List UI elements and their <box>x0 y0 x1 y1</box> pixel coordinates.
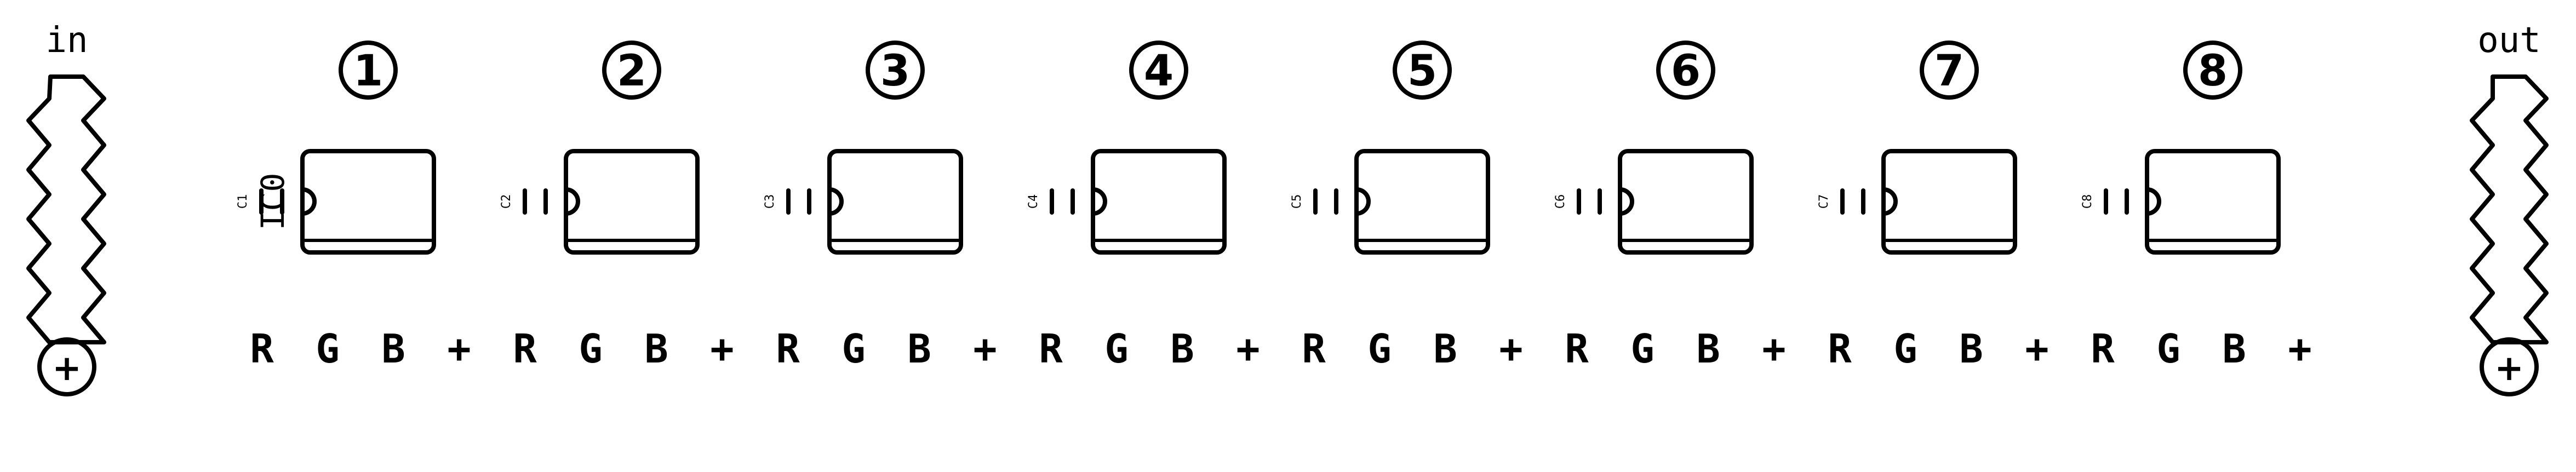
led-package-outline <box>2145 149 2281 255</box>
led-pin1-notch <box>300 187 317 216</box>
led-pin1-notch <box>2145 187 2161 216</box>
led-number-circle <box>1920 41 1979 100</box>
led-number: 3 <box>880 47 910 96</box>
led-array: 1C1 IC0 2C2 3C3 4C4 5C5 6C6 7C7 8C8 <box>236 41 2281 255</box>
pad-label: R <box>1302 326 1326 372</box>
capacitor-label: C5 <box>1290 194 1304 209</box>
pad-label: B <box>381 326 405 372</box>
led-number: 5 <box>1407 47 1437 96</box>
led-6: 6C6 <box>1554 41 1754 255</box>
led-package-outline <box>1354 149 1490 255</box>
pad-label: R <box>1565 326 1589 372</box>
led-7: 7C7 <box>1817 41 2017 255</box>
led-number-circle <box>602 41 661 100</box>
capacitor-label: C3 <box>763 194 777 209</box>
pad-label: B <box>1433 326 1457 372</box>
led-pin1-notch <box>1091 187 1107 216</box>
capacitor-label: C2 <box>500 194 513 209</box>
input-connector: in + <box>26 20 106 396</box>
pad-label: G <box>1104 326 1128 372</box>
pad-label: + <box>1236 326 1260 372</box>
led-3: 3C3 <box>763 41 963 255</box>
led-2: 2C2 <box>500 41 700 255</box>
led-number-circle <box>2183 41 2242 100</box>
pad-label: R <box>1828 326 1852 372</box>
led-5: 5C5 <box>1290 41 1490 255</box>
input-plus-pad <box>37 337 96 396</box>
led-8: 8C8 <box>2081 41 2281 255</box>
led-package-outline <box>300 149 436 255</box>
capacitor-label: C4 <box>1027 194 1040 209</box>
output-connector: out + <box>2470 20 2549 396</box>
pad-label: R <box>513 326 537 372</box>
led-number-circle <box>866 41 925 100</box>
capacitor-label: C1 <box>236 194 250 209</box>
led-number: 7 <box>1934 47 1964 96</box>
pad-label: B <box>1959 326 1983 372</box>
pad-label: G <box>1893 326 1917 372</box>
capacitor-label: C6 <box>1554 194 1567 209</box>
pad-label: R <box>1039 326 1063 372</box>
output-plus-symbol: + <box>2494 348 2524 389</box>
led-number: 1 <box>353 47 383 96</box>
led-package-outline <box>1881 149 2017 255</box>
led-number-circle <box>1656 41 1715 100</box>
output-header-outline <box>2470 74 2549 344</box>
pad-label: + <box>447 326 471 372</box>
capacitor-label: C7 <box>1817 194 1831 209</box>
led-number: 8 <box>2198 47 2228 96</box>
output-label: out <box>2477 20 2541 61</box>
input-plus-symbol: + <box>52 348 82 389</box>
led-package-outline <box>827 149 963 255</box>
pad-label: G <box>316 326 339 372</box>
led-number: 4 <box>1144 47 1173 96</box>
pad-label: + <box>710 326 734 372</box>
led-package-outline <box>1618 149 1754 255</box>
input-header-outline <box>26 74 106 344</box>
pad-label: G <box>842 326 865 372</box>
led-package-outline <box>564 149 700 255</box>
pad-label: + <box>2288 326 2311 372</box>
led-number: 6 <box>1671 47 1701 96</box>
led-pin1-notch <box>1618 187 1634 216</box>
led-number-circle <box>1129 41 1188 100</box>
pad-label: + <box>1499 326 1522 372</box>
pad-label: G <box>1630 326 1654 372</box>
pad-label: + <box>1762 326 1785 372</box>
pad-label: G <box>2156 326 2180 372</box>
capacitor-label: C8 <box>2081 194 2094 209</box>
pad-label: G <box>1367 326 1391 372</box>
led-pin1-notch <box>564 187 580 216</box>
pad-label: R <box>250 326 274 372</box>
led-number-circle <box>1393 41 1452 100</box>
pad-label: + <box>973 326 997 372</box>
pad-label: + <box>2025 326 2048 372</box>
output-plus-pad <box>2480 337 2539 396</box>
pad-label: B <box>1696 326 1720 372</box>
led-pin1-notch <box>1881 187 1898 216</box>
pad-label: B <box>907 326 931 372</box>
pad-label: B <box>1170 326 1194 372</box>
led-4: 4C4 <box>1027 41 1227 255</box>
led-number-circle <box>339 41 398 100</box>
led-package-outline <box>1091 149 1227 255</box>
input-label: in <box>45 20 88 61</box>
led-pin1-notch <box>827 187 844 216</box>
pad-label: G <box>579 326 602 372</box>
led-number: 2 <box>617 47 646 96</box>
pad-label: B <box>2222 326 2246 372</box>
pad-label: R <box>2091 326 2115 372</box>
ic-designator: IC0 <box>254 173 291 231</box>
led-pin1-notch <box>1354 187 1371 216</box>
led-1: 1C1 IC0 <box>236 41 436 255</box>
pad-label: R <box>776 326 800 372</box>
pad-label: B <box>644 326 668 372</box>
